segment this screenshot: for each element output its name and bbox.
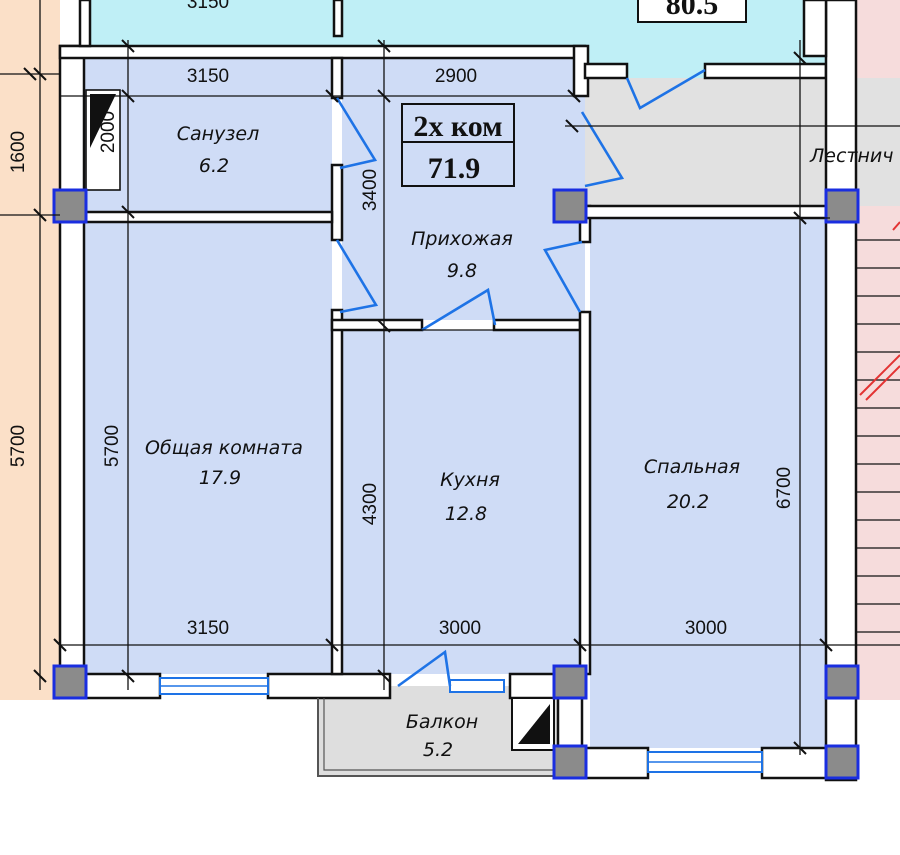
apartment-type: 2х ком: [413, 110, 502, 143]
neighbor-area: 80.5: [666, 0, 719, 21]
column: [52, 188, 88, 224]
stair-direction-arrow: [859, 221, 900, 401]
dimension-ticks: [23, 39, 833, 755]
room-area-hallway: 9.8: [447, 260, 477, 282]
window-bedroom: [647, 751, 763, 773]
dimension-lines: [0, 0, 900, 755]
room-name-kitchen: Кухня: [440, 469, 500, 491]
room-name-bedroom: Спальная: [644, 456, 740, 478]
dim-bath-width: 3150: [187, 66, 229, 87]
window-living: [159, 677, 269, 695]
dim-bath-depth: 2000: [98, 111, 119, 153]
column: [824, 188, 860, 224]
doors: [335, 68, 706, 688]
neighbor-area-box: [637, 0, 747, 23]
room-living: [84, 222, 332, 674]
room-area-kitchen: 12.8: [445, 503, 487, 525]
dim-neighbor-top: 3150: [187, 0, 229, 13]
left-neighbor-apartment: [0, 0, 60, 700]
column: [824, 744, 860, 780]
column: [824, 664, 860, 700]
column: [552, 188, 588, 224]
columns: [52, 188, 860, 780]
room-area-bathroom: 6.2: [199, 155, 229, 177]
apartment-label-box: [401, 103, 515, 187]
stair-label: Лестнич: [809, 145, 894, 167]
ventilation-shaft-fill: [90, 94, 116, 148]
dim-hall-depth: 3400: [360, 169, 381, 211]
dim-living-depth: 5700: [102, 425, 123, 467]
room-area-balcony: 5.2: [423, 739, 453, 761]
dim-bedroom-width: 3000: [685, 618, 727, 639]
column: [552, 744, 588, 780]
apartment-area: 71.9: [428, 152, 481, 185]
column: [52, 664, 88, 700]
room-name-balcony: Балкон: [406, 711, 478, 733]
room-bathroom: [84, 58, 332, 212]
column: [552, 664, 588, 700]
dim-hall-width: 2900: [435, 66, 477, 87]
room-area-living: 17.9: [199, 467, 241, 489]
dim-bedroom-depth: 6700: [774, 467, 795, 509]
dim-living-width: 3150: [187, 618, 229, 639]
window-kitchen-balcony: [449, 679, 505, 693]
room-kitchen: [342, 330, 580, 674]
dim-left-1600: 1600: [8, 131, 29, 173]
balcony-railing: [317, 698, 558, 777]
room-name-hallway: Прихожая: [411, 228, 513, 250]
dim-kitchen-depth: 4300: [360, 483, 381, 525]
dim-kitchen-width: 3000: [439, 618, 481, 639]
dim-left-5700: 5700: [8, 425, 29, 467]
room-hallway: [342, 58, 580, 320]
room-bedroom: [590, 218, 830, 748]
room-area-bedroom: 20.2: [667, 491, 709, 513]
room-name-bathroom: Санузел: [177, 123, 260, 145]
room-name-living: Общая комната: [145, 437, 303, 459]
balcony-duct-fill: [518, 704, 550, 744]
